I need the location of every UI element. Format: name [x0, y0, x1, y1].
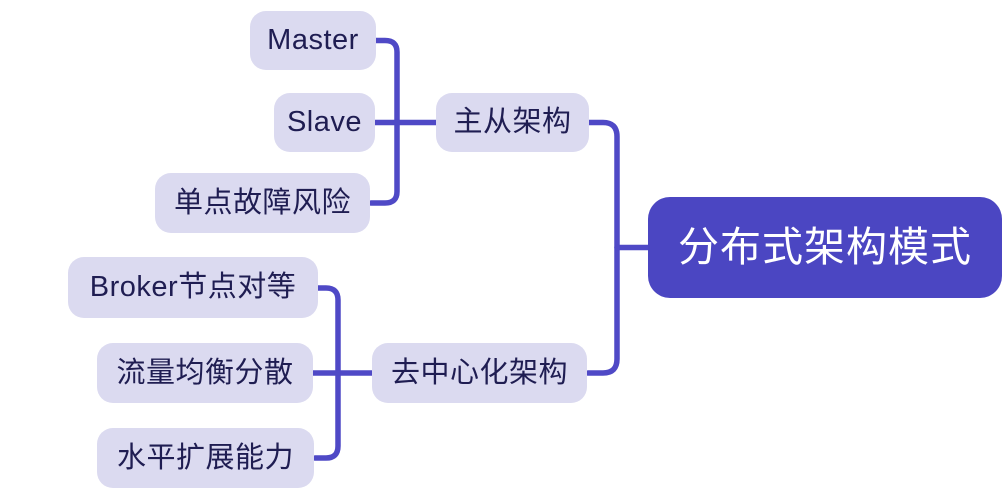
- child-node-broker-peer[interactable]: Broker节点对等: [68, 257, 318, 318]
- child-node-master-label: Master: [267, 24, 359, 56]
- connector-branches-root-bracket: [585, 119, 620, 376]
- child-node-horizontal-scale-label: 水平扩展能力: [116, 441, 294, 474]
- child-node-traffic-balance-label: 流量均衡分散: [116, 356, 294, 389]
- child-node-single-point-failure[interactable]: 单点故障风险: [155, 173, 370, 233]
- branch-node-master-slave-arch[interactable]: 主从架构: [436, 93, 589, 152]
- root-node-distributed-arch-pattern[interactable]: 分布式架构模式: [648, 197, 1002, 298]
- child-node-slave[interactable]: Slave: [274, 93, 375, 152]
- branch-node-decentralized-arch[interactable]: 去中心化架构: [372, 343, 587, 403]
- child-node-slave-label: Slave: [286, 106, 363, 138]
- child-node-master[interactable]: Master: [250, 11, 376, 70]
- child-node-broker-peer-label: Broker节点对等: [89, 271, 297, 303]
- root-node-label: 分布式架构模式: [678, 224, 972, 270]
- child-node-single-point-failure-label: 单点故障风险: [173, 186, 351, 219]
- child-node-horizontal-scale[interactable]: 水平扩展能力: [97, 428, 314, 488]
- branch-node-decentralized-arch-label: 去中心化架构: [390, 356, 568, 389]
- branch-node-master-slave-arch-label: 主从架构: [453, 106, 572, 138]
- child-node-traffic-balance[interactable]: 流量均衡分散: [97, 343, 313, 403]
